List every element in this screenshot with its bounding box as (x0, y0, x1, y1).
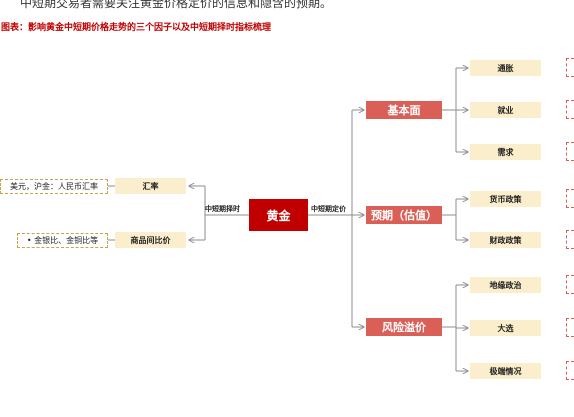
center-node-gold: 黄金 (249, 199, 308, 231)
leaf-geopolitics: 地缘政治 (470, 277, 541, 293)
right-note-4 (566, 189, 574, 208)
factor-node-fundamentals: 基本面 (366, 101, 442, 119)
leaf-employment: 就业 (470, 102, 541, 118)
edge-label-left: 中短期择时 (205, 205, 240, 213)
right-note-2 (566, 100, 574, 119)
right-note-6 (566, 275, 574, 294)
right-note-1 (566, 58, 574, 77)
note-exchange-rate: 美元，沪金：人民币汇率 (0, 179, 108, 194)
right-note-3 (566, 142, 574, 161)
factor-node-expectations: 预期（估值） (366, 206, 442, 224)
right-note-5 (566, 230, 574, 249)
edge-label-right: 中短期定价 (311, 205, 346, 213)
edge-factor3-trunk (442, 285, 457, 371)
left-node-exchange-rate: 汇率 (115, 178, 186, 194)
leaf-inflation: 通胀 (470, 60, 541, 76)
leaf-extreme-events: 极端情况 (470, 363, 541, 379)
right-note-8 (566, 361, 574, 380)
edge-factor1-trunk (442, 68, 457, 152)
leaf-fiscal-policy: 财政政策 (470, 232, 541, 248)
leaf-election: 大选 (470, 320, 541, 336)
factor-node-risk-premium: 风险溢价 (366, 318, 442, 336)
leaf-monetary-policy: 货币政策 (470, 191, 541, 207)
edge-center-to-left (204, 186, 249, 240)
figure-caption: 图表：影响黄金中短期价格走势的三个因子以及中短期择时指标梳理 (1, 23, 272, 33)
edge-factor2-trunk (442, 199, 457, 240)
leaf-demand: 需求 (470, 144, 541, 160)
intro-text: 中短期交易者需要关注黄金价格定价的信息和隐含的预期。 (20, 0, 333, 10)
right-note-7 (566, 318, 574, 337)
left-node-commodity-ratio: 商品间比价 (115, 232, 186, 248)
note-commodity-ratio: • 金银比、金铜比等 (17, 233, 108, 248)
edge-center-to-factors (308, 110, 353, 327)
